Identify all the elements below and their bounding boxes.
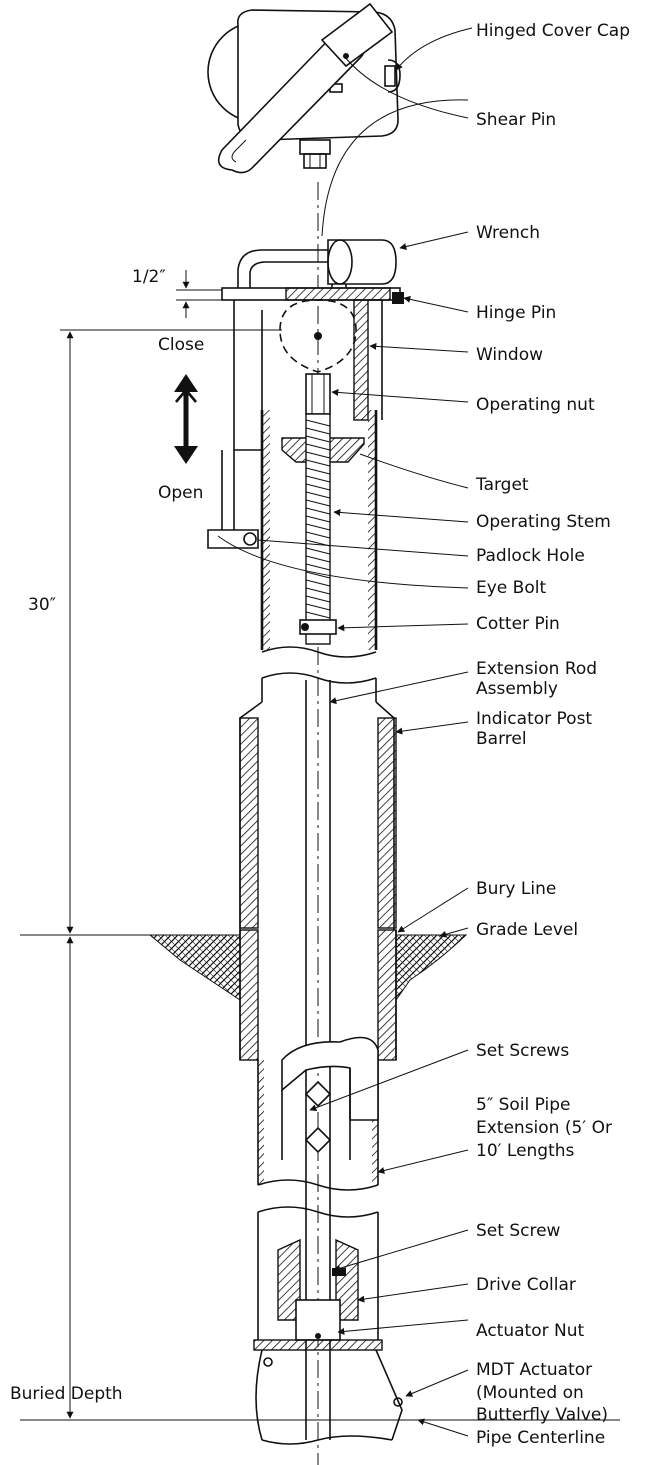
label-grade-level: Grade Level — [476, 920, 578, 940]
label-operating-nut: Operating nut — [476, 395, 595, 415]
label-soil-pipe-line2: Extension (5′ Or — [476, 1118, 612, 1138]
label-hinged-cover-cap: Hinged Cover Cap — [476, 21, 630, 41]
label-mdt-actuator-line1: MDT Actuator — [476, 1360, 592, 1380]
part-labels: Hinged Cover Cap Shear Pin Wrench Hinge … — [475, 21, 630, 1448]
soil-pipe-extension — [253, 1036, 403, 1445]
label-window: Window — [476, 345, 543, 365]
label-mdt-actuator-line2: (Mounted on — [476, 1383, 584, 1403]
label-set-screws: Set Screws — [476, 1041, 569, 1061]
dimension-labels: 1/2″ Close Open 30″ Buried Depth — [10, 267, 204, 1404]
label-shear-pin: Shear Pin — [476, 110, 556, 130]
label-mdt-actuator-line3: Butterfly Valve) — [476, 1405, 608, 1425]
label-indicator-post-line2: Barrel — [476, 729, 527, 749]
label-soil-pipe-line1: 5″ Soil Pipe — [476, 1095, 570, 1115]
label-soil-pipe-line3: 10′ Lengths — [476, 1141, 575, 1161]
label-drive-collar: Drive Collar — [476, 1275, 576, 1295]
label-operating-stem: Operating Stem — [476, 512, 611, 532]
label-open: Open — [158, 483, 203, 503]
label-indicator-post-line1: Indicator Post — [476, 709, 592, 729]
label-hinge-pin: Hinge Pin — [476, 303, 556, 323]
grade-soil — [20, 934, 468, 1002]
label-thirty-inch: 30″ — [28, 595, 56, 615]
post-head — [207, 182, 404, 1465]
label-extension-rod-line1: Extension Rod — [476, 659, 597, 679]
label-close: Close — [158, 335, 204, 355]
label-pipe-centerline: Pipe Centerline — [476, 1428, 605, 1448]
label-extension-rod-line2: Assembly — [476, 679, 558, 699]
label-wrench: Wrench — [476, 223, 540, 243]
label-eye-bolt: Eye Bolt — [476, 578, 546, 598]
dimension-lines — [20, 270, 620, 1421]
label-half-inch: 1/2″ — [132, 267, 166, 287]
label-padlock-hole: Padlock Hole — [476, 546, 585, 566]
indicator-post-barrel — [239, 672, 397, 1440]
label-cotter-pin: Cotter Pin — [476, 614, 560, 634]
label-target: Target — [475, 475, 529, 495]
label-set-screw: Set Screw — [476, 1221, 561, 1241]
leader-lines — [217, 27, 473, 1437]
hinged-cover-cap — [207, 2, 401, 174]
label-bury-line: Bury Line — [476, 879, 556, 899]
label-actuator-nut: Actuator Nut — [476, 1321, 584, 1341]
label-buried-depth: Buried Depth — [10, 1384, 123, 1404]
